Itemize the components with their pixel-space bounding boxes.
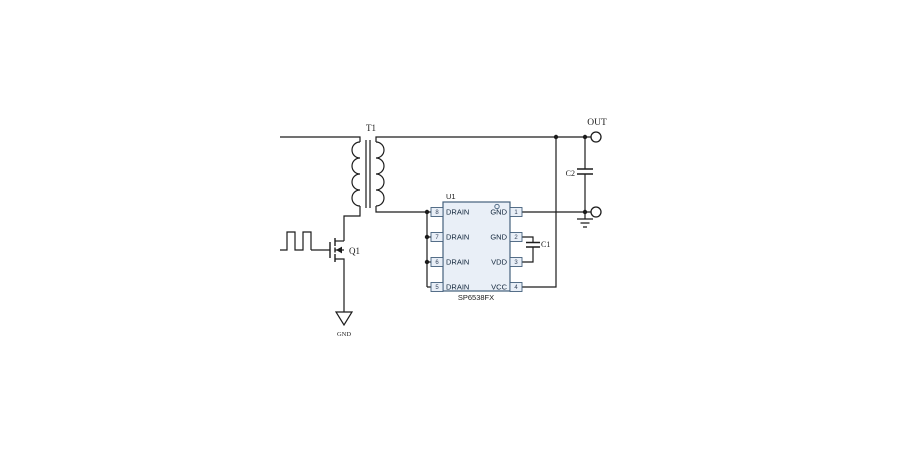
right-pin-boxes — [509, 207, 523, 292]
out-terminal-bottom — [590, 206, 602, 218]
pin-name-gnd: GND — [490, 233, 507, 242]
pin-name-drain: DRAIN — [446, 258, 469, 267]
pin-number: 7 — [435, 235, 439, 241]
left-pin-boxes — [430, 207, 444, 292]
pin-number: 3 — [514, 260, 518, 266]
vcc-riser-wire — [522, 137, 557, 288]
pin-box — [509, 257, 523, 267]
pin-number: 8 — [435, 210, 439, 216]
c1-bottom-wire — [522, 247, 534, 263]
cap2-label: C2 — [566, 169, 575, 178]
primary-bottom-wire — [343, 206, 361, 241]
pin-number: 2 — [514, 235, 518, 241]
transformer-secondary-coil — [375, 141, 385, 207]
drain-bus-wire — [426, 212, 431, 288]
pin-name-drain: DRAIN — [446, 208, 469, 217]
pin-name-drain: DRAIN — [446, 283, 469, 292]
output-label: OUT — [587, 118, 607, 128]
pin1-indicator-icon — [494, 203, 500, 210]
secondary-bottom-wire — [375, 206, 431, 213]
mosfet-source-lead — [335, 258, 345, 312]
out-terminal-top — [590, 131, 602, 143]
mosfet-body-arrow — [336, 246, 342, 254]
pin-name-vdd: VDD — [491, 258, 507, 267]
pin-box — [430, 232, 444, 242]
junction-dot — [582, 209, 588, 215]
pin-number: 5 — [435, 285, 439, 291]
ic-designator-label: U1 — [446, 192, 456, 201]
pin-name-gnd: GND — [490, 208, 507, 217]
pin-number: 1 — [514, 210, 518, 216]
pin-number: 4 — [514, 285, 518, 291]
junction-dot — [424, 259, 430, 265]
primary-top-wire — [280, 136, 361, 142]
transformer-primary-coil — [351, 141, 361, 207]
junction-dot — [553, 134, 559, 140]
ic-body — [442, 201, 511, 292]
earth-ground-symbol — [577, 212, 593, 228]
pin-name-vcc: VCC — [491, 283, 507, 292]
ic-part-number-label: SP6538FX — [458, 293, 494, 302]
ic-u1: 8 7 6 5 1 2 3 4 DRAIN DRAIN DRAIN DRAIN … — [430, 192, 523, 302]
mosfet-label: Q1 — [349, 246, 360, 256]
junction-dots — [424, 134, 588, 265]
c1-top-wire — [522, 236, 534, 243]
junction-dot — [424, 209, 430, 215]
cap1-label: C1 — [541, 240, 550, 249]
pin-box — [509, 282, 523, 292]
transformer-label: T1 — [366, 123, 376, 133]
pin-box — [430, 282, 444, 292]
ground-label: GND — [337, 331, 351, 338]
pin-number: 6 — [435, 260, 439, 266]
pin-name-drain: DRAIN — [446, 233, 469, 242]
pin-box — [509, 207, 523, 217]
gnd-arrow-symbol — [334, 311, 354, 327]
secondary-top-wire — [375, 136, 591, 142]
junction-dot — [582, 134, 588, 140]
junction-dot — [424, 234, 430, 240]
wire-group — [280, 131, 602, 327]
pin-box — [430, 207, 444, 217]
pin-box — [430, 257, 444, 267]
pulse-waveform — [280, 231, 312, 251]
pin-box — [509, 232, 523, 242]
